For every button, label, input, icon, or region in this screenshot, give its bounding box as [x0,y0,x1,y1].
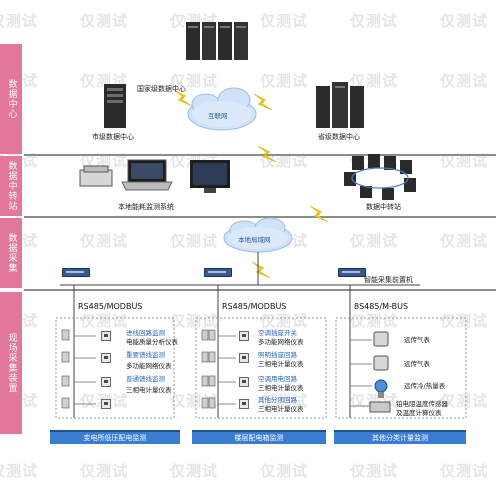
device-label: 电能质量分析仪表 [126,338,178,346]
footer-label: 楼层配电箱监测 [234,434,284,442]
bus-label: 8S485/M-BUS [354,302,409,311]
device-label: 远传气表 [404,360,430,368]
server-ring-icon [344,154,416,200]
footer-label: 变电所低压配电监测 [83,434,147,442]
device-label: 其他分项回路 [258,396,297,404]
city-dc-label: 市级数据中心 [92,133,134,141]
separator-line [24,154,496,156]
device-label: 铂电阻温度传感器 [396,400,448,408]
server-rack-icon [186,22,248,60]
section-label: 数据采集 [6,233,17,273]
gateway-switch-icon [204,268,232,277]
lan-label: 本地局域网 [238,236,271,244]
device-label: 多功能网络仪表 [258,338,304,346]
footer-bar-floor: 楼层配电箱监测 [192,430,326,444]
desktop-computer-icon [190,160,230,193]
gas-meter-icon [373,331,389,371]
section-band-data-relay: 数据中转站 [0,156,22,216]
meter-icon [101,331,111,341]
server-cluster-icon [316,82,364,128]
device-label: 普通馈线监测 [126,375,165,383]
device-label: 远传冷/热量表 [404,382,446,390]
server-tower-icon [104,84,126,128]
meter-icon [101,399,111,409]
internet-label: 互联网 [208,112,228,120]
device-label: 三相电计量仪表 [258,405,304,413]
device-label: 重要馈线监测 [126,351,165,359]
meter-icon [239,377,249,387]
device-label: 空调插座开关 [258,329,297,337]
device-label: 进线回路监测 [126,329,165,337]
meter-icon [101,353,111,363]
temperature-sensor-icon [369,401,391,413]
device-label: 三相电计量仪表 [258,384,304,392]
device-label: 远传气表 [404,336,430,344]
device-label: 三相电计量仪表 [126,386,172,394]
footer-label: 其他分类计量监测 [372,434,428,442]
separator-line [24,289,496,291]
meter-icon [101,377,111,387]
meter-icon [239,353,249,363]
internet-cloud-icon [187,87,257,131]
printer-icon [79,165,113,187]
section-label: 数据中心 [6,79,17,119]
separator-line [24,216,496,218]
province-dc-label: 省级数据中心 [318,133,360,141]
lightning-icon [173,89,329,279]
bus-label: RS485/MODBUS [78,302,143,311]
section-band-data-center: 数据中心 [0,44,22,154]
section-label: 现场采集装置 [6,333,17,393]
device-label: 空调用电回路 [258,375,297,383]
meter-icon [239,399,249,409]
heat-meter-icon [374,379,388,398]
bus-label: RS485/MODBUS [222,302,287,311]
laptop-icon [121,159,173,191]
national-dc-label: 国家级数据中心 [137,85,186,93]
device-label: 三相电计量仪表 [258,360,304,368]
meter-icon [239,331,249,341]
gateway-switch-icon [62,268,90,277]
local-system-label: 本地能耗监测系统 [118,203,174,211]
section-band-field-devices: 现场采集装置 [0,292,22,434]
breaker-icon [201,329,216,409]
device-label: 多功能网络仪表 [126,362,172,370]
section-label: 数据中转站 [6,161,17,211]
device-label: 及温度计算仪表 [396,409,442,417]
footer-bar-other: 其他分类计量监测 [334,430,466,444]
gateway-switch-icon [338,268,366,277]
footer-bar-substation: 变电所低压配电监测 [50,430,180,444]
section-band-data-collect: 数据采集 [0,218,22,288]
gateway-label: 智能采集前置机 [364,276,413,284]
relay-station-label: 数据中转站 [366,203,401,211]
breaker-icon [61,329,70,409]
device-label: 照明插座回路 [258,351,297,359]
